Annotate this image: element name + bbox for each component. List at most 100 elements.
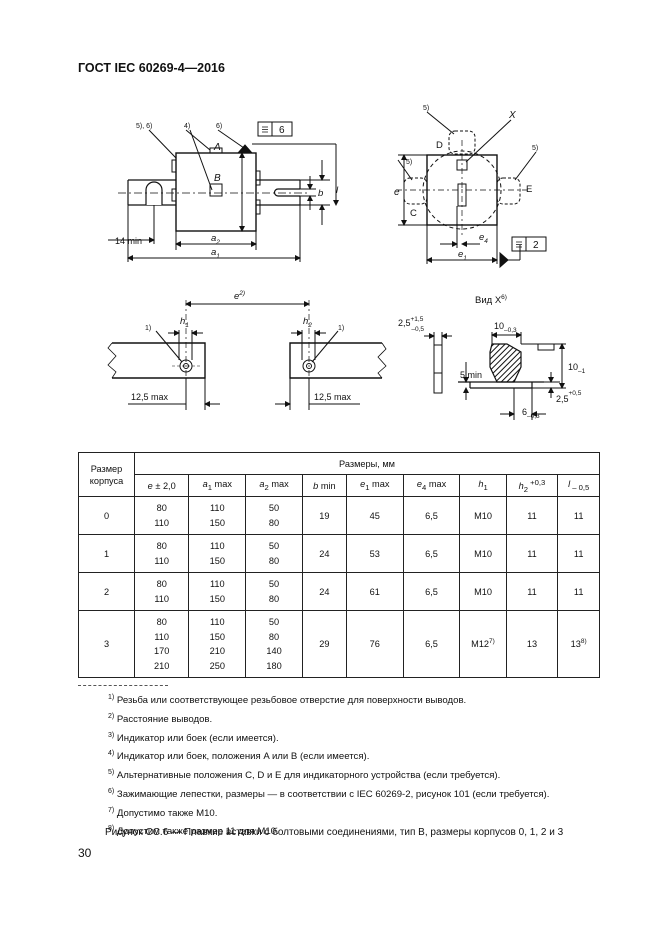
- callout-4: 4): [184, 123, 190, 130]
- header-h1: h1: [459, 474, 507, 497]
- cell-l: 138): [557, 610, 600, 678]
- cell-b: 24: [301, 572, 347, 611]
- cell-b: 24: [301, 534, 347, 573]
- position-e-label: E: [526, 184, 532, 195]
- cell-a2: 50 80 140 180: [245, 610, 303, 678]
- header-h2: h2 +0,3: [505, 474, 559, 497]
- page-number: 30: [78, 846, 92, 860]
- cell-h2: 13: [505, 610, 559, 678]
- footnote-item: 5) Альтернативные положения C, D и E для…: [108, 769, 501, 782]
- fig1-labels: 5), 6) 4) 6) A B 6 14 min a2 a1 b l: [115, 123, 339, 260]
- callout-1-left: 1): [145, 325, 151, 332]
- view-x-marker: X: [508, 110, 516, 121]
- dim-2-5-tab: 2,5+1,5–0,5: [398, 316, 424, 333]
- footnote-ref: 8): [580, 638, 587, 646]
- fig4-labels: Вид X6) 2,5+1,5–0,5 10–0,3 10–1 5 min 2,…: [398, 294, 586, 420]
- dim-10-height: 10–1: [568, 362, 586, 375]
- cell-b: 29: [301, 610, 347, 678]
- cell-l: 11: [557, 496, 600, 535]
- cell-h2: 11: [505, 496, 559, 535]
- dim-12-5-max-right: 12,5 max: [314, 392, 352, 402]
- cell-e4: 6,5: [402, 496, 461, 535]
- footnote-item: 7) Допустимо также M10.: [108, 806, 218, 819]
- cell-size: 2: [78, 572, 135, 611]
- footnote-ref: 7): [489, 638, 495, 646]
- cell-size: 3: [78, 610, 135, 678]
- position-d-label: D: [436, 140, 443, 151]
- terminal-detail-view: [107, 300, 387, 410]
- dim-e-terminal: e2): [234, 290, 245, 302]
- footnote-item: 2) Расстояние выводов.: [108, 712, 213, 725]
- header-e: e ± 2,0: [133, 474, 190, 497]
- cell-a1: 110 150: [188, 572, 247, 611]
- tolerance-value-2: 2: [533, 240, 539, 251]
- dim-10-width: 10–0,3: [494, 321, 517, 334]
- cell-e1: 76: [345, 610, 404, 678]
- cell-e1: 61: [345, 572, 404, 611]
- footnote-item: 8) Допустим также размер 11 для M10.: [108, 825, 279, 838]
- fig2-labels: 5) 5) 5) X D C E e e4 e1 2: [394, 105, 539, 262]
- cell-h2: 11: [505, 534, 559, 573]
- footnotes: 1) Резьба или соответствующее резьбовое …: [108, 690, 549, 840]
- dim-b: b: [318, 188, 323, 199]
- footnote-item: 6) Зажимающие лепестки, размеры — в соот…: [108, 787, 550, 801]
- dim-2-5-base: 2,5+0,5: [556, 390, 582, 404]
- figure-caption: Рисунок СС.6 — Плавкие вставки с болтовы…: [105, 827, 564, 838]
- cell-size: 0: [78, 496, 135, 535]
- cell-a1: 110 150 210 250: [188, 610, 247, 678]
- footnote-item: 3) Индикатор или боек (если имеется).: [108, 731, 279, 744]
- cell-a2: 50 80: [245, 572, 303, 611]
- cell-a2: 50 80: [245, 534, 303, 573]
- header-l: l – 0,5: [557, 474, 600, 497]
- dim-6-slot: 6–0,3: [522, 407, 540, 420]
- callout-5-top: 5): [423, 105, 429, 112]
- cell-h1: M10: [459, 534, 507, 573]
- footnote-item: 1) Резьба или соответствующее резьбовое …: [108, 694, 467, 707]
- cell-a1: 110 150: [188, 496, 247, 535]
- cell-e1: 45: [345, 496, 404, 535]
- header-e4: e4 max: [402, 474, 461, 497]
- cell-a2: 50 80: [245, 496, 303, 535]
- footnote-separator: [78, 685, 168, 686]
- callout-5-right: 5): [532, 145, 538, 152]
- dimensions-table: Размер корпуса Размеры, мм e ± 2,0 a1 ma…: [78, 452, 600, 678]
- dim-e4: e4: [479, 232, 488, 245]
- callout-6: 6): [216, 123, 222, 130]
- dim-12-5-max-left: 12,5 max: [131, 392, 169, 402]
- header-b: b min: [301, 474, 347, 497]
- cell-e1: 53: [345, 534, 404, 573]
- cell-e: 80 110: [133, 534, 190, 573]
- cell-l: 11: [557, 534, 600, 573]
- dim-14-min: 14 min: [115, 236, 142, 246]
- dim-a2: a2: [211, 233, 220, 246]
- dim-h2: h2: [303, 316, 312, 329]
- dim-e1: e1: [458, 249, 467, 262]
- cell-e4: 6,5: [402, 572, 461, 611]
- position-c-label: C: [410, 208, 417, 219]
- header-a1: a1 max: [188, 474, 247, 497]
- position-b-label: B: [214, 173, 221, 184]
- position-a-label: A: [213, 142, 221, 153]
- header-a2: a2 max: [245, 474, 303, 497]
- dim-l: l: [336, 185, 339, 196]
- fuse-end-view: [396, 111, 547, 269]
- cell-h1: M127): [459, 610, 507, 678]
- cell-h1: M10: [459, 572, 507, 611]
- document-header: ГОСТ IEC 60269-4—2016: [78, 61, 225, 75]
- callout-1-right: 1): [338, 325, 344, 332]
- dim-h1: h1: [180, 316, 189, 329]
- header-size: Размер корпуса: [78, 452, 135, 497]
- technical-drawings: 5), 6) 4) 6) A B 6 14 min a2 a1 b l: [107, 105, 586, 420]
- view-x-title: Вид X6): [475, 294, 507, 306]
- cell-l: 11: [557, 572, 600, 611]
- cell-e4: 6,5: [402, 610, 461, 678]
- header-e1: e1 max: [345, 474, 404, 497]
- clamping-tab-view: [424, 332, 566, 420]
- cell-e4: 6,5: [402, 534, 461, 573]
- cell-e: 80 110: [133, 496, 190, 535]
- footnote-item: 4) Индикатор или боек, положения A или B…: [108, 750, 370, 763]
- cell-e: 80 110 170 210: [133, 610, 190, 678]
- fuse-side-view: [108, 121, 339, 262]
- callout-5-left: 5): [406, 159, 412, 166]
